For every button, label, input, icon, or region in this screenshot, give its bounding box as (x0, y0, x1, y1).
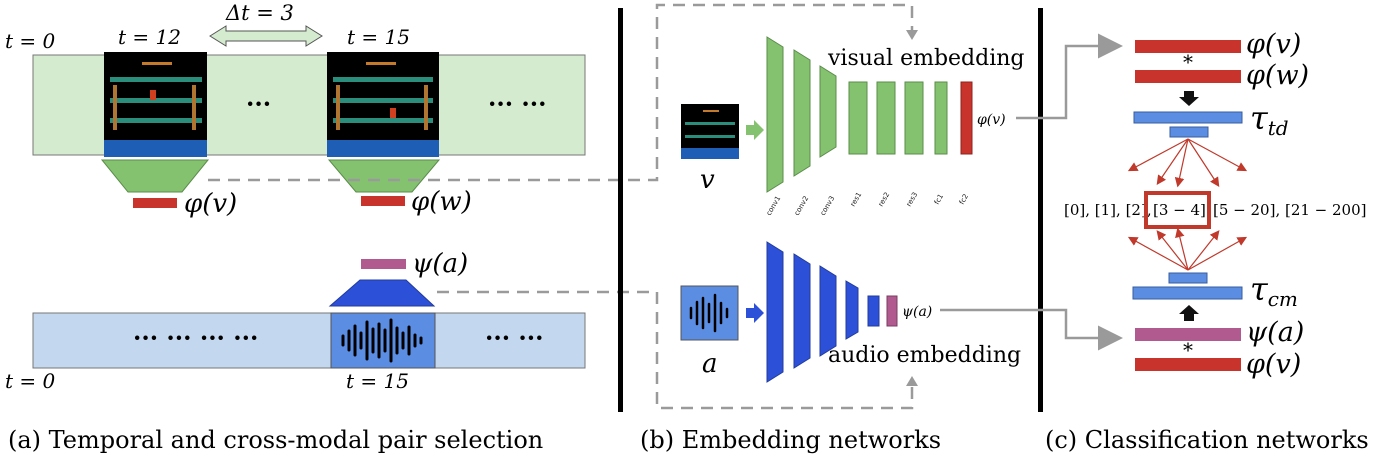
psi-a-bar (361, 259, 406, 269)
label-conv2: conv2 (793, 195, 811, 217)
label-res1: res1 (849, 191, 863, 208)
phi-v-bottom-label: φ(v) (1246, 349, 1301, 380)
tau-td-label: τtd (1250, 99, 1289, 140)
caption-a: (a) Temporal and cross-modal pair select… (8, 426, 543, 454)
tau-cm-bar (1132, 286, 1243, 300)
phi-v-bar (133, 198, 177, 208)
label-res2: res2 (877, 191, 891, 208)
dashed-connectors (208, 3, 914, 410)
audio-layer-4 (845, 280, 859, 340)
layer-res3 (904, 81, 924, 155)
audio-segment-t15 (330, 312, 436, 369)
frame-t15 (327, 52, 439, 157)
label-fc2: fc2 (958, 193, 970, 206)
separator-ab (618, 8, 623, 412)
tau-td-output (1169, 126, 1209, 138)
panel-c: φ(v) * φ(w) τtd [0], [1], [2], [3 − 4] [… (1045, 29, 1369, 454)
audio-layer-3 (819, 265, 837, 357)
classes-left: [0], [1], [2], (1064, 201, 1152, 219)
dash-arrowhead-bottom (906, 376, 918, 386)
dash-arrowhead-top (906, 30, 918, 40)
layer-res1 (848, 81, 868, 155)
psi-a-bottom-label: ψ(a) (1246, 317, 1304, 348)
layer-conv2 (793, 49, 811, 177)
v-label: v (700, 165, 715, 195)
a-label: a (702, 349, 718, 379)
psi-a-label: ψ(a) (412, 249, 468, 279)
tau-td-arrows (1127, 138, 1248, 188)
visual-embedding-title: visual embedding (827, 46, 1025, 71)
arrow-v-in (746, 120, 764, 140)
label-res3: res3 (905, 191, 919, 208)
output-connectors (940, 33, 1123, 351)
phi-w-bar (361, 196, 405, 206)
audio-layer-1 (766, 241, 784, 383)
arrow-up-black (1179, 305, 1199, 321)
star-bottom: * (1183, 338, 1193, 362)
arrow-down-black (1179, 91, 1199, 106)
phi-w-top-bar (1135, 70, 1241, 83)
layer-fc2 (960, 81, 973, 155)
phi-v-top-bar (1135, 40, 1241, 53)
audio-embedding-title: audio embedding (828, 343, 1021, 368)
tau-cm-output (1168, 272, 1208, 284)
audio-layer-2 (793, 253, 811, 369)
audio-network (766, 241, 898, 383)
separator-bc (1038, 8, 1043, 412)
delta-t-arrow (209, 25, 323, 47)
caption-c: (c) Classification networks (1045, 426, 1369, 454)
classes-right: [5 − 20], [21 − 200] (1213, 201, 1367, 219)
encoder-trapezoid-w (327, 159, 441, 193)
tau-cm-arrows (1127, 227, 1248, 271)
audio-waveform (341, 318, 423, 363)
input-audio-waveform (689, 293, 729, 333)
audio-timeline-bar (32, 312, 586, 369)
layer-labels: conv1 conv2 conv3 res1 res2 res3 fc1 fc2 (765, 191, 970, 217)
input-frame-v (681, 104, 739, 159)
encoder-trapezoid-v (100, 159, 210, 193)
layer-conv3 (819, 65, 837, 158)
arrow-a-in (746, 303, 764, 323)
label-conv3: conv3 (819, 195, 837, 217)
label-conv1: conv1 (765, 195, 783, 217)
t12-label: t = 12 (118, 25, 181, 49)
phi-v-top-label: φ(v) (1246, 29, 1301, 60)
psi-a-out: ψ(a) (902, 304, 932, 320)
audio-layer-out (886, 295, 898, 327)
t15-bottom-label: t = 15 (346, 369, 409, 393)
layer-conv1 (766, 36, 784, 193)
layer-res2 (876, 81, 896, 155)
classes-highlight: [3 − 4] (1153, 201, 1206, 219)
layer-fc1 (934, 81, 948, 155)
tau-td-bar (1133, 111, 1243, 124)
t0-top-label: t = 0 (5, 29, 56, 53)
tau-cm-label: τcm (1250, 270, 1298, 311)
phi-v-label: φ(v) (184, 189, 237, 219)
t15-top-label: t = 15 (347, 25, 410, 49)
delta-t-label: Δt = 3 (225, 1, 294, 25)
ellipsis-mid: ··· (246, 89, 271, 118)
visual-network (766, 36, 973, 193)
label-fc1: fc1 (933, 193, 945, 206)
phi-w-label: φ(w) (411, 187, 472, 217)
ellipsis-left-bottom: ··· ··· ··· ··· (133, 323, 258, 352)
panel-a: t = 0 t = 12 t = 15 Δt = 3 ··· ··· ··· φ… (5, 1, 586, 454)
audio-encoder-trapezoid (328, 279, 436, 307)
phi-v-bottom-bar (1135, 358, 1241, 371)
caption-b: (b) Embedding networks (640, 426, 941, 454)
phi-v-out: φ(v) (977, 112, 1006, 128)
audio-layer-5 (867, 295, 880, 327)
psi-a-bottom-bar (1135, 328, 1241, 341)
panel-b: v conv1 conv2 conv3 res1 res2 res3 fc1 f… (640, 36, 1025, 454)
frame-t12 (104, 52, 207, 157)
star-top: * (1183, 50, 1193, 74)
ellipsis-right-bottom: ··· ··· (485, 323, 544, 352)
t0-bottom-label: t = 0 (5, 369, 56, 393)
highlight-box (1144, 191, 1211, 229)
ellipsis-right-top: ··· ··· (488, 89, 547, 118)
phi-w-top-label: φ(w) (1246, 60, 1309, 91)
